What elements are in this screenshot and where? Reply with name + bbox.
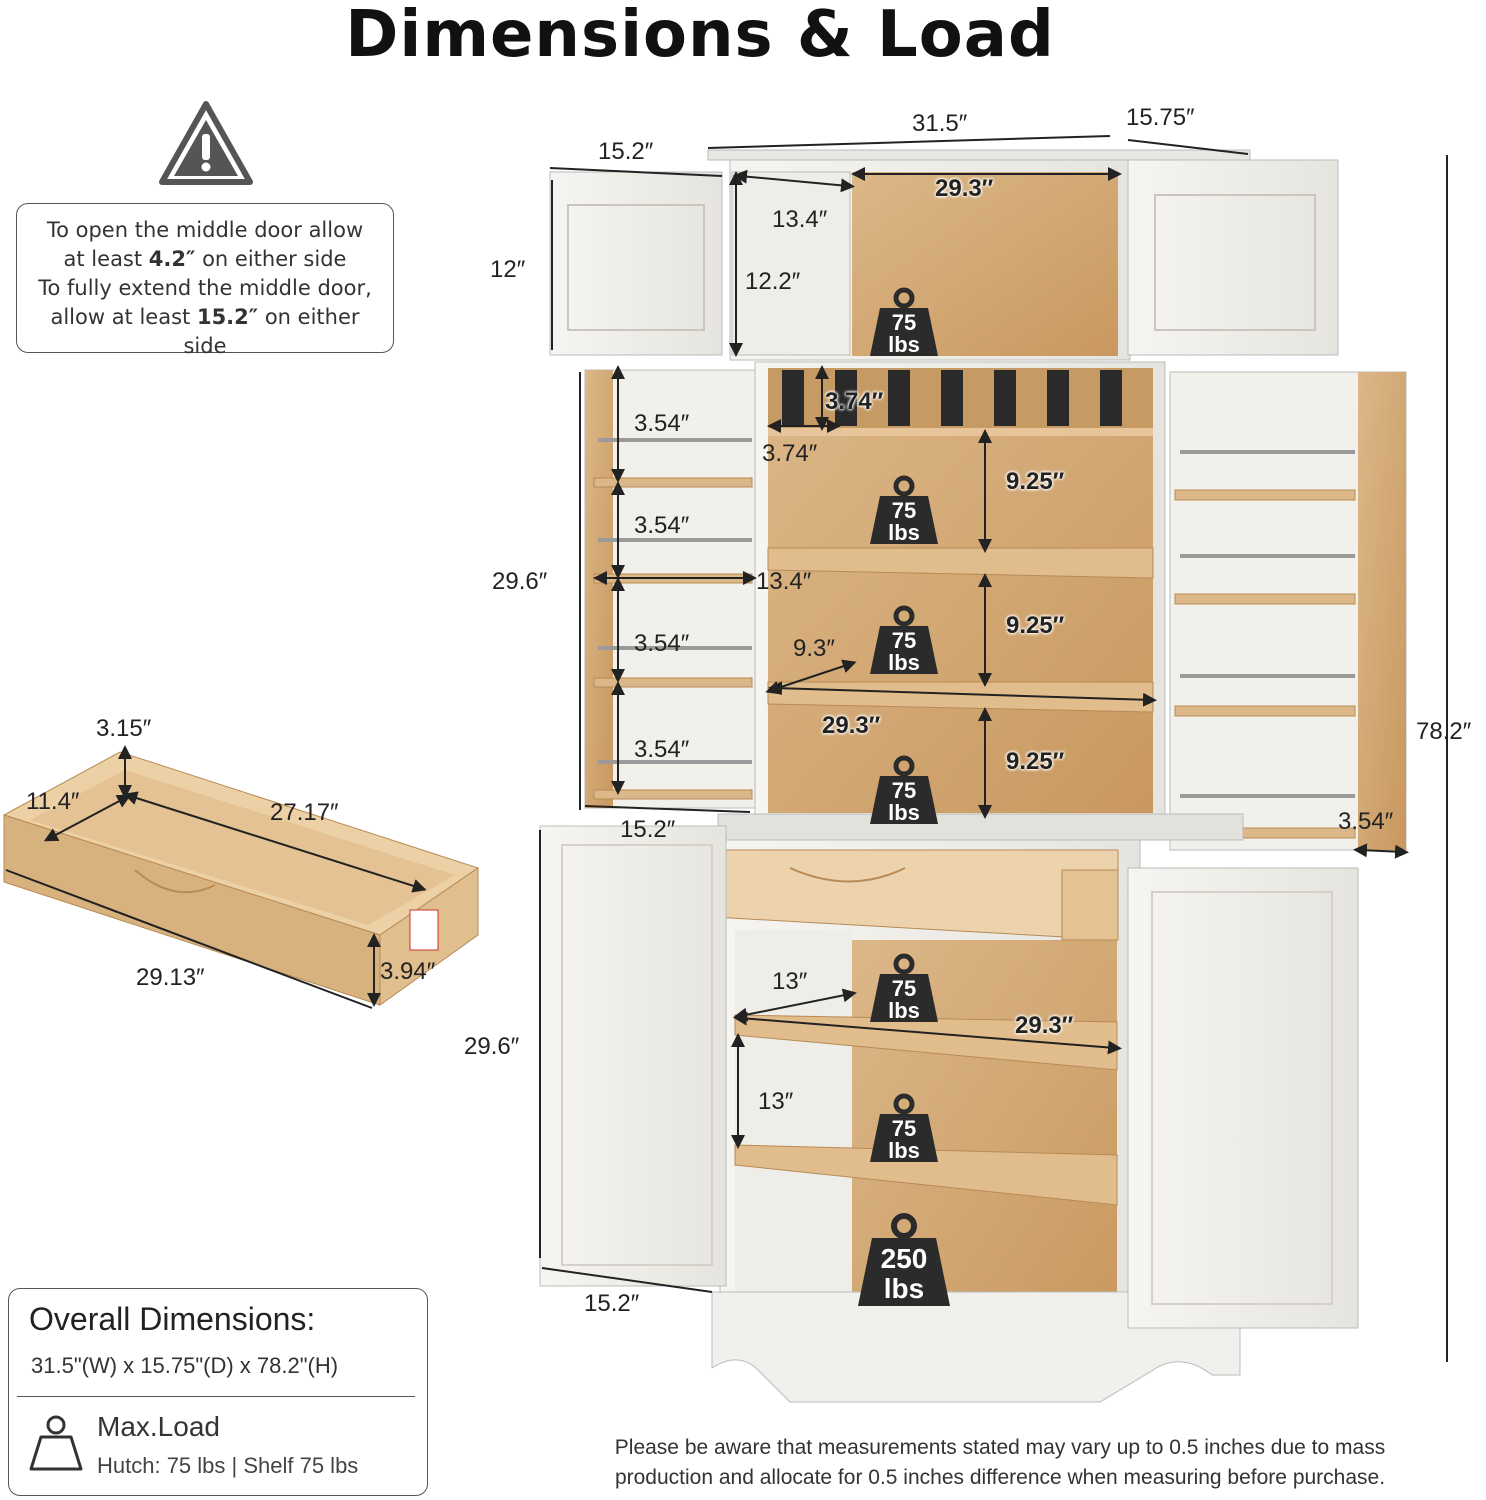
- warning-line-4: allow at least 15.2″ on either side: [27, 303, 383, 361]
- warning-line-2: at least 4.2″ on either side: [27, 245, 383, 274]
- weight-unit: lbs: [888, 520, 920, 545]
- dim-bottom-shelf-depth: 13″: [772, 968, 808, 995]
- warning-line-1: To open the middle door allow: [46, 218, 364, 242]
- dim-middle-height: 29.6″: [492, 568, 548, 595]
- dim-hutch-inner-height: 12.2″: [745, 268, 801, 295]
- page-title: Dimensions & Load: [345, 0, 1055, 72]
- dim-shelf-gap-1: 9.25″: [1006, 468, 1065, 495]
- weight-value: 75: [891, 498, 917, 523]
- weight-icon: [29, 1415, 83, 1471]
- dim-shelf-gap-2: 9.25″: [1006, 612, 1065, 639]
- weight-value: 75: [891, 1116, 917, 1141]
- dim-drawer-outer-height: 3.94″: [380, 958, 436, 985]
- max-load-label: Max.Load: [97, 1411, 220, 1442]
- weight-value: 75: [891, 310, 917, 335]
- dim-hutch-height: 12″: [490, 256, 526, 283]
- middle-section: [584, 361, 1407, 851]
- overall-value: 31.5"(W) x 15.75"(D) x 78.2"(H): [31, 1353, 339, 1378]
- note-line-2: production and allocate for 0.5 inches d…: [614, 1466, 1386, 1489]
- weight-value: 250: [880, 1243, 928, 1274]
- dim-drawer-height: 3.15″: [96, 715, 152, 742]
- dim-drawer-inner-depth: 11.4″: [26, 788, 80, 815]
- dim-drawer-inner-width: 27.17″: [270, 799, 339, 826]
- dim-spice-gap-2: 3.54″: [634, 512, 690, 539]
- weight-unit: lbs: [888, 1138, 920, 1163]
- divider: [17, 1396, 415, 1397]
- weight-value: 75: [891, 628, 917, 653]
- warning-text: at least: [63, 247, 149, 271]
- dim-middle-width: 29.3″: [822, 712, 881, 739]
- warning-text: on either side: [195, 247, 347, 271]
- dim-hutch-inner-depth: 13.4″: [772, 206, 828, 233]
- warning-value: 15.2″: [196, 305, 259, 329]
- weight-icons: [858, 287, 950, 1306]
- dim-middle-door-width: 15.2″: [620, 816, 676, 843]
- warning-value: 4.2″: [148, 247, 196, 271]
- dimension-lines: [5, 135, 1448, 1362]
- weight-unit: lbs: [888, 650, 920, 675]
- weight-value: 75: [891, 976, 917, 1001]
- dim-top-depth: 15.75″: [1126, 104, 1195, 131]
- dim-spice-gap-4: 3.54″: [634, 736, 690, 763]
- dim-spice-gap-3: 3.54″: [634, 630, 690, 657]
- overall-dimensions-box: Overall Dimensions: 31.5"(W) x 15.75"(D)…: [8, 1288, 428, 1496]
- weight-value: 75: [891, 778, 917, 803]
- weight-unit: lbs: [888, 800, 920, 825]
- warning-text: allow at least: [50, 305, 197, 329]
- warning-note: To open the middle door allow at least 4…: [16, 203, 394, 358]
- dim-shelf-depth: 9.3″: [793, 635, 835, 662]
- dim-spice-gap-1: 3.54″: [634, 410, 690, 437]
- dim-total-height: 78.2″: [1416, 718, 1472, 745]
- weight-unit: lbs: [888, 332, 920, 357]
- measurement-note: Please be aware that measurements stated…: [520, 1433, 1480, 1493]
- dim-cubby-height: 3.74″: [825, 388, 884, 415]
- bottom-section: [539, 813, 1359, 1403]
- dim-bottom-shelf-width: 29.3″: [1015, 1012, 1074, 1039]
- weight-unit: lbs: [888, 998, 920, 1023]
- note-line-1: Please be aware that measurements stated…: [614, 1436, 1386, 1459]
- max-load-value: Hutch: 75 lbs | Shelf 75 lbs: [97, 1453, 359, 1478]
- dim-bottom-shelf-gap: 13″: [758, 1088, 794, 1115]
- dim-hutch-inner-width: 29.3″: [935, 175, 994, 202]
- dim-bottom-height: 29.6″: [464, 1033, 520, 1060]
- warning-text: on either side: [183, 305, 360, 358]
- dim-shelf-gap-3: 9.25″: [1006, 748, 1065, 775]
- overall-heading: Overall Dimensions:: [29, 1301, 316, 1337]
- dim-bottom-door-width: 15.2″: [584, 1290, 640, 1317]
- dim-hutch-door-width: 15.2″: [598, 138, 654, 165]
- warning-triangle-icon: [159, 101, 253, 185]
- dim-top-width: 31.5″: [912, 110, 968, 137]
- dim-right-door-gap: 3.54″: [1338, 808, 1394, 835]
- dim-cubby-width: 3.74″: [762, 440, 818, 467]
- weight-unit: lbs: [883, 1273, 925, 1304]
- dim-middle-depth: 13.4″: [756, 568, 812, 595]
- warning-line-3: To fully extend the middle door,: [38, 276, 372, 300]
- dim-drawer-outer-width: 29.13″: [136, 964, 205, 991]
